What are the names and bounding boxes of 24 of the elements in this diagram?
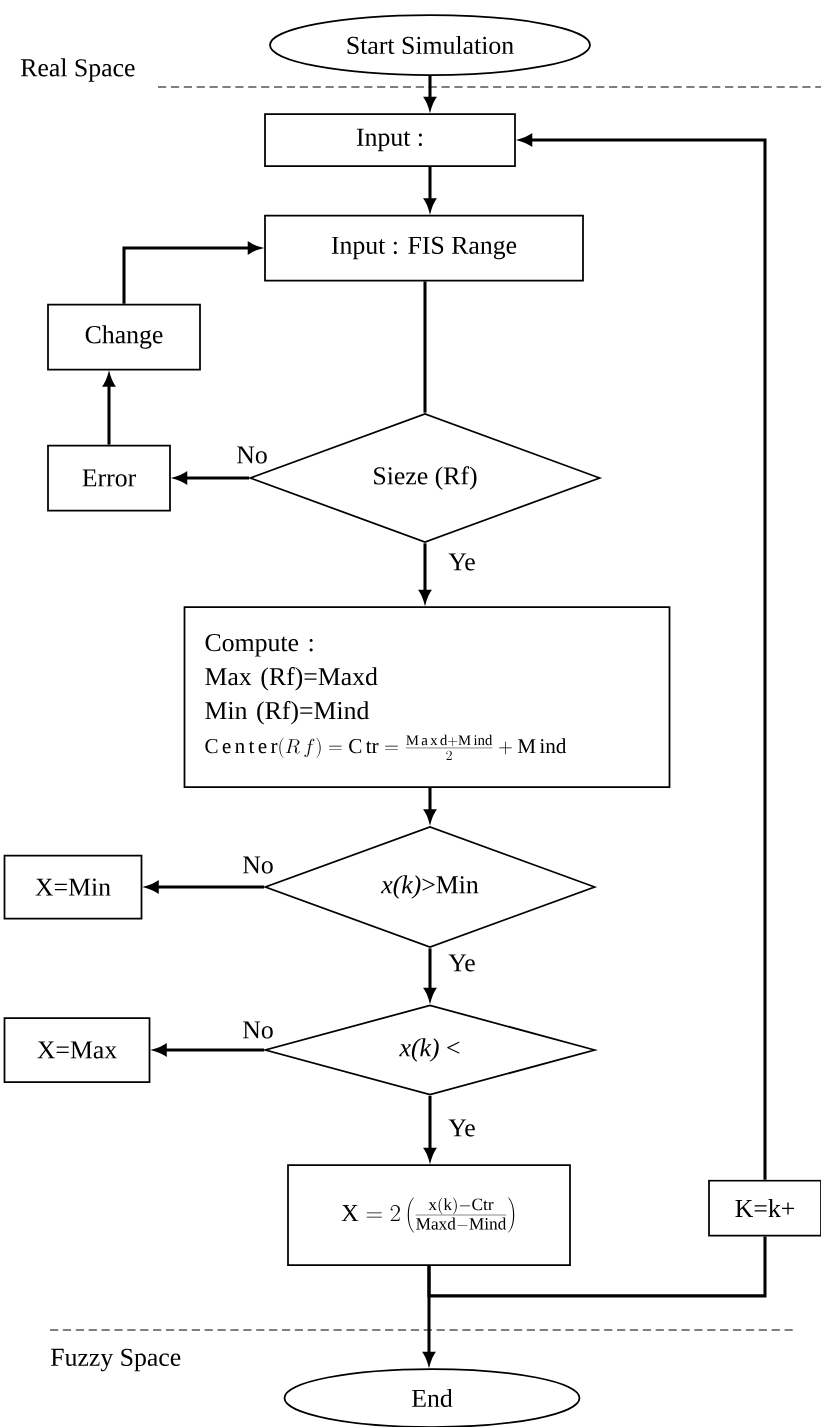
edge-label: Ye: [448, 954, 475, 972]
process-box: X=Min: [3, 854, 143, 920]
edge-label: No: [237, 446, 267, 464]
process-box: Input : FIS Range: [264, 214, 584, 282]
arrow: [519, 134, 767, 1180]
process-box: X=Max: [3, 1017, 151, 1083]
arrow: [424, 75, 436, 110]
arrow: [122, 242, 261, 304]
process-box: Error: [47, 444, 171, 512]
process-box: $\mathrm{X} = 2\left(\frac{\mathrm{x(k)}-\mathrm{Ctr}}{\mathrm{Maxd}-\mathrm{Mind}}\right)$: [287, 1164, 571, 1266]
region-label: Fuzzy Space: [50, 1348, 181, 1372]
edge-label: Ye: [448, 1119, 475, 1137]
edge-label: No: [243, 856, 273, 874]
arrow: [424, 948, 436, 1001]
process-box: K=k+: [708, 1179, 821, 1237]
process-box: Change: [47, 303, 201, 371]
process-box: Input :: [264, 113, 516, 167]
arrow: [174, 472, 250, 484]
arrow: [419, 543, 431, 603]
arrow: [424, 1095, 436, 1161]
edge-label: No: [243, 1021, 273, 1039]
edge-label: Ye: [448, 553, 475, 571]
region-label: Real Space: [20, 58, 135, 82]
process-box: Compute : Max (Rf)=Maxd Min (Rf)=Mind $\mathrm{C\,e\,n\,t\,e\,r}(R\,f) = \mathrm{C\,tr} = \frac{\mathrm{M\,a\,x\,d} + \mathrm{M\,ind}}{2} + \mathrm{M\,ind}$: [183, 606, 671, 788]
